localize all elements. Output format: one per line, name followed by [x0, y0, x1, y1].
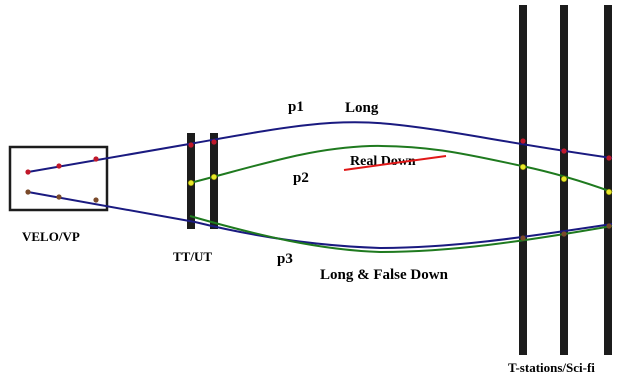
- tt-hit: [210, 173, 218, 181]
- t-hit: [606, 155, 612, 161]
- p2-label: p2: [293, 170, 309, 186]
- tt-hit: [211, 139, 217, 145]
- tstations-label: T-stations/Sci-fi: [508, 360, 595, 375]
- velo-hit: [25, 189, 31, 195]
- t-station-bar-3: [604, 5, 612, 355]
- velo-hit: [56, 163, 62, 169]
- ttut-label: TT/UT: [173, 249, 212, 264]
- velo-label: VELO/VP: [22, 229, 80, 244]
- track-p3: [27, 191, 613, 250]
- t-hit: [560, 175, 568, 183]
- p1-label: p1: [288, 99, 304, 115]
- t-hit: [605, 188, 613, 196]
- tt-hit: [188, 142, 194, 148]
- p3-label: p3: [277, 251, 293, 267]
- t-hit: [519, 163, 527, 171]
- tt-bar-2: [210, 133, 218, 229]
- t-hit: [520, 138, 526, 144]
- long-false-down-label: Long & False Down: [320, 267, 449, 283]
- velo-hit: [93, 197, 99, 203]
- track-false-down: [189, 215, 613, 254]
- track-p2: [189, 144, 613, 193]
- t-hit: [520, 235, 526, 241]
- t-hit: [561, 231, 567, 237]
- velo-hit: [93, 156, 99, 162]
- tt-hit: [187, 179, 195, 187]
- velo-hit: [56, 194, 62, 200]
- t-hit: [561, 148, 567, 154]
- velo-box: [8, 145, 109, 212]
- real-down-strikethrough: [343, 155, 447, 171]
- velo-hit: [25, 169, 31, 175]
- long-label: Long: [345, 100, 379, 116]
- t-hit: [606, 223, 612, 229]
- t-station-bar-1: [519, 5, 527, 355]
- real-down-label: Real Down: [350, 154, 416, 169]
- track-p1: [27, 121, 613, 173]
